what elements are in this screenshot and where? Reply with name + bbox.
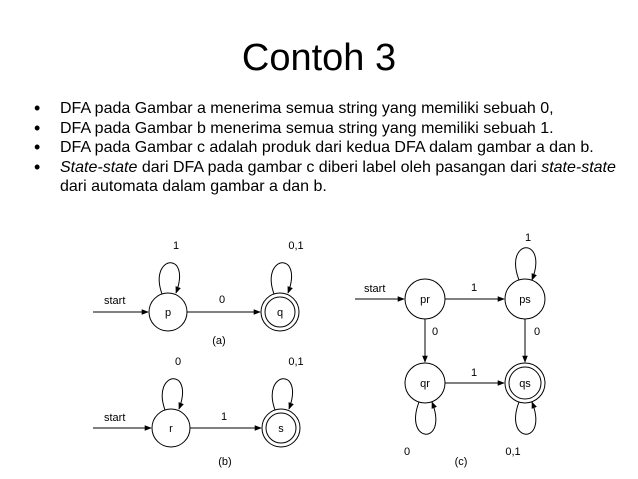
bullet-italic: State-state <box>60 158 138 176</box>
accepting-ring <box>508 366 542 400</box>
self-loop <box>270 262 293 295</box>
state-label: q <box>277 307 283 319</box>
caption: (c) <box>455 456 468 468</box>
state-label: pr <box>420 294 430 306</box>
state-label: qr <box>420 378 430 390</box>
transition-label: 0,1 <box>288 356 303 368</box>
bullet-text: dari automata dalam gambar a dan b. <box>60 178 327 195</box>
transition-label: 1 <box>471 282 477 294</box>
accepting-ring <box>265 412 297 444</box>
state-label: qs <box>519 378 531 390</box>
self-loop <box>161 378 184 411</box>
bullet-text: DFA pada Gambar c adalah produk dari ked… <box>60 139 594 156</box>
bullet-list: DFA pada Gambar a menerima semua string … <box>32 99 632 197</box>
bullet-item: DFA pada Gambar c adalah produk dari ked… <box>32 138 632 158</box>
start-label: start <box>364 283 385 295</box>
self-loop <box>415 401 437 435</box>
self-loop <box>515 401 537 435</box>
state-qs <box>504 362 546 404</box>
state-label: p <box>165 307 171 319</box>
transition-label: 0 <box>175 356 181 368</box>
bullet-text: DFA pada Gambar a menerima semua string … <box>60 100 554 117</box>
bullet-item: DFA pada Gambar b menerima semua string … <box>32 119 632 139</box>
transition-label: 0,1 <box>505 446 520 458</box>
bullet-item: DFA pada Gambar a menerima semua string … <box>32 99 632 119</box>
self-loop <box>158 262 181 295</box>
start-label: start <box>104 412 125 424</box>
transition-label: 0 <box>404 446 410 458</box>
transition-label: 0,1 <box>288 240 303 252</box>
dfa-a: start p 1 0 q 0,1 (a) <box>93 240 304 347</box>
transition-label: 1 <box>471 367 477 379</box>
dfa-c: start pr ps qr qs 1 1 0 0 1 0 0,1 (c) <box>355 232 546 468</box>
self-loop <box>515 247 537 281</box>
state-s <box>261 408 301 448</box>
transition-label: 1 <box>525 232 531 244</box>
caption: (a) <box>212 335 225 347</box>
transition-label: 0 <box>219 294 225 306</box>
bullet-item: State-state dari DFA pada gambar c diber… <box>32 158 632 197</box>
transition-label: 1 <box>221 411 227 423</box>
bullet-italic: state-state <box>541 158 616 176</box>
bullet-text: DFA pada Gambar b menerima semua string … <box>60 119 554 137</box>
start-label: start <box>104 295 125 307</box>
transition-label: 0 <box>432 326 438 338</box>
transition-label: 0 <box>534 326 540 338</box>
transition-label: 1 <box>173 240 179 252</box>
dfa-b: start r 0 1 s 0,1 (b) <box>93 356 304 468</box>
accepting-ring <box>264 296 296 328</box>
slide-title: Contoh 3 <box>241 37 397 79</box>
caption: (b) <box>218 456 231 468</box>
state-q <box>260 292 300 332</box>
state-label: r <box>169 423 173 435</box>
state-label: s <box>278 423 284 435</box>
self-loop <box>271 378 294 411</box>
bullet-text: dari DFA pada gambar c diberi label oleh… <box>137 158 542 176</box>
state-label: ps <box>519 294 531 306</box>
